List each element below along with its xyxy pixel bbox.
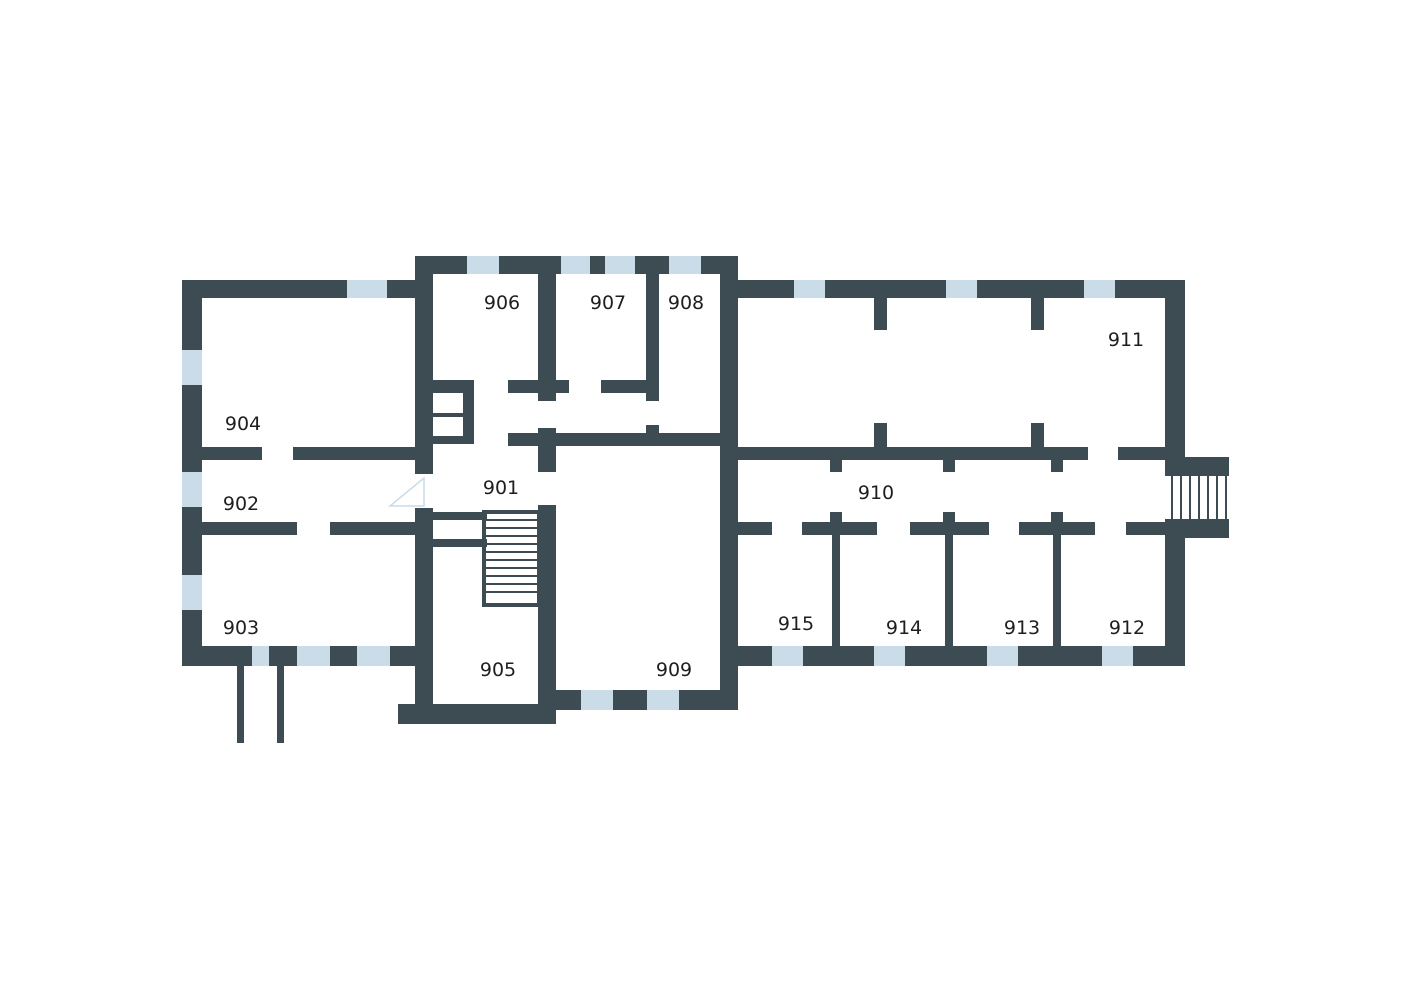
wall-east-outer-upper bbox=[1165, 280, 1185, 464]
pilaster-911-b-bottom bbox=[1031, 423, 1044, 449]
window-909-bottom-1 bbox=[581, 690, 613, 710]
wall-904-902-right bbox=[293, 447, 415, 460]
window-912-bottom bbox=[1102, 646, 1133, 666]
closet-mid bbox=[432, 413, 470, 417]
closet-right bbox=[463, 380, 474, 442]
window-914-bottom bbox=[874, 646, 905, 666]
window-911-top-3 bbox=[1084, 280, 1115, 298]
stair-treads bbox=[486, 519, 538, 593]
room-label-904: 904 bbox=[225, 413, 261, 435]
stub-910-c bbox=[1051, 458, 1063, 472]
room-label-912: 912 bbox=[1109, 617, 1145, 639]
wall-east-outer-lower bbox=[1165, 520, 1185, 666]
window-904-west bbox=[182, 350, 202, 385]
window-903-bottom-2 bbox=[297, 646, 330, 666]
wall-west-wing-top bbox=[182, 280, 432, 298]
wall-central-left-upper bbox=[415, 256, 433, 474]
wall-hall-stub-left bbox=[508, 433, 538, 446]
window-902-west bbox=[182, 472, 202, 507]
wall-907-908 bbox=[646, 256, 659, 401]
stub-910-b bbox=[943, 458, 955, 472]
staircase bbox=[482, 510, 541, 607]
wall-907-stub bbox=[601, 380, 659, 393]
room-label-908: 908 bbox=[668, 292, 704, 314]
wall-east-wing-bottom bbox=[720, 646, 1185, 666]
divider-913-912 bbox=[1053, 520, 1061, 648]
room-label-914: 914 bbox=[886, 617, 922, 639]
wall-hall-mid bbox=[538, 428, 556, 472]
window-911-top-1 bbox=[794, 280, 825, 298]
window-915-bottom bbox=[772, 646, 803, 666]
porch-post-left bbox=[237, 663, 244, 743]
room-label-915: 915 bbox=[778, 613, 814, 635]
room-label-909: 909 bbox=[656, 659, 692, 681]
wall-904-902-left bbox=[182, 447, 262, 460]
room-label-907: 907 bbox=[590, 292, 626, 314]
window-903-bottom-3 bbox=[357, 646, 390, 666]
wall-902-903-left bbox=[182, 522, 297, 535]
wall-909-top bbox=[556, 433, 720, 446]
pilaster-911-a-top bbox=[874, 296, 887, 330]
window-913-bottom bbox=[987, 646, 1018, 666]
closet-bottom bbox=[418, 436, 474, 444]
room-label-906: 906 bbox=[484, 292, 520, 314]
east-steps-bottom bbox=[1165, 519, 1229, 538]
wall-909-top-stub bbox=[646, 425, 659, 435]
window-904-top bbox=[347, 280, 387, 298]
wall-911-910-right bbox=[1118, 447, 1165, 460]
wall-905-bottom bbox=[398, 704, 556, 724]
window-903-bottom-1 bbox=[252, 646, 269, 666]
room-label-911: 911 bbox=[1108, 329, 1144, 351]
wall-902-903-right bbox=[330, 522, 418, 535]
window-903-west bbox=[182, 575, 202, 610]
window-907-top-2 bbox=[605, 256, 635, 274]
windows bbox=[182, 256, 1133, 710]
stair-landing-bottom bbox=[432, 539, 487, 547]
walls bbox=[182, 256, 1229, 743]
divider-914-913 bbox=[945, 520, 953, 648]
wall-central-left-lower bbox=[415, 508, 433, 724]
room-label-905: 905 bbox=[480, 659, 516, 681]
wall-910-seg-5 bbox=[1126, 522, 1166, 535]
window-907-top-1 bbox=[561, 256, 590, 274]
divider-915-914 bbox=[832, 520, 840, 648]
wall-911-910-left bbox=[738, 447, 1088, 460]
east-steps-top bbox=[1165, 457, 1229, 476]
stair-landing-top bbox=[432, 512, 487, 520]
pilaster-911-b-top bbox=[1031, 296, 1044, 330]
east-entrance-steps bbox=[1171, 476, 1227, 519]
stub-910-a bbox=[830, 458, 842, 472]
door-swing bbox=[387, 476, 425, 507]
window-909-bottom-2 bbox=[647, 690, 679, 710]
room-label-901: 901 bbox=[483, 477, 519, 499]
wall-905-909 bbox=[538, 505, 556, 710]
room-label-913: 913 bbox=[1004, 617, 1040, 639]
wall-910-seg-1 bbox=[738, 522, 772, 535]
window-906-top bbox=[467, 256, 499, 274]
wall-central-right bbox=[720, 256, 738, 710]
staircase-outline bbox=[482, 510, 541, 607]
window-908-top bbox=[669, 256, 701, 274]
room-label-902: 902 bbox=[223, 493, 259, 515]
room-label-910: 910 bbox=[858, 482, 894, 504]
window-911-top-2 bbox=[946, 280, 977, 298]
room-label-903: 903 bbox=[223, 617, 259, 639]
wall-906-stub bbox=[508, 380, 569, 393]
wall-906-907 bbox=[538, 256, 556, 401]
pilaster-911-a-bottom bbox=[874, 423, 887, 449]
door-swing-marker bbox=[387, 476, 425, 507]
room-labels: 901 902 903 904 905 906 907 908 909 910 … bbox=[223, 292, 1145, 681]
porch-post-right bbox=[277, 663, 284, 743]
